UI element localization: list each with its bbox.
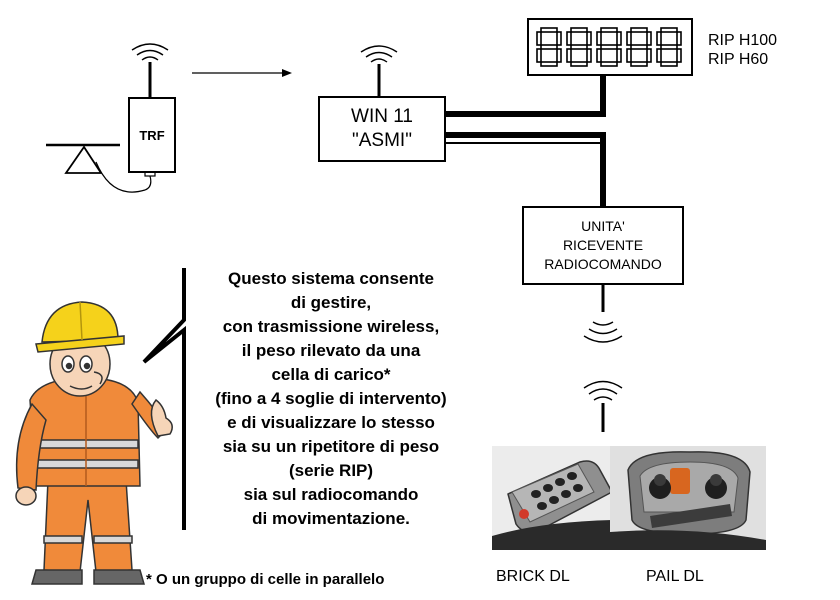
win-box-line2: "ASMI" bbox=[352, 130, 412, 151]
digit-segment bbox=[660, 27, 678, 33]
digit-segment bbox=[646, 31, 652, 46]
digit-segment bbox=[630, 44, 648, 50]
digit-segment bbox=[566, 48, 572, 63]
description-line: (serie RIP) bbox=[288, 461, 374, 480]
digit-segment bbox=[596, 48, 602, 63]
digit-segment bbox=[536, 48, 542, 63]
digit-segment bbox=[586, 48, 592, 63]
description-line: il peso rilevato da una bbox=[241, 341, 421, 360]
wireless-icon-remote bbox=[583, 380, 623, 401]
display-digit bbox=[536, 27, 562, 67]
digit-segment bbox=[540, 27, 558, 33]
rip-labels: RIP H100 RIP H60 bbox=[708, 31, 777, 69]
receiver-line3: RADIOCOMANDO bbox=[544, 256, 662, 272]
trf-transmitter: TRF bbox=[128, 97, 176, 173]
display-digit bbox=[566, 27, 592, 67]
digit-segment bbox=[676, 48, 682, 63]
pail-dl-caption: PAIL DL bbox=[646, 568, 704, 585]
pail-dl-device bbox=[610, 446, 766, 550]
digit-segment bbox=[600, 27, 618, 33]
digit-segment bbox=[600, 44, 618, 50]
connection-lines bbox=[442, 72, 606, 206]
receiver-unit-box: UNITA' RICEVENTE RADIOCOMANDO bbox=[522, 206, 684, 285]
digit-segment bbox=[570, 27, 588, 33]
description-line: sia su un ripetitore di peso bbox=[222, 437, 440, 456]
wireless-icon-win bbox=[360, 45, 398, 63]
digit-segment bbox=[540, 44, 558, 50]
digit-segment bbox=[566, 31, 572, 46]
description-line: (fino a 4 soglie di intervento) bbox=[215, 389, 447, 408]
digit-segment bbox=[600, 61, 618, 67]
digit-segment bbox=[630, 27, 648, 33]
win11-asmi-box: WIN 11 "ASMI" bbox=[318, 96, 446, 162]
rip-label-h60: RIP H60 bbox=[708, 51, 769, 68]
digit-segment bbox=[556, 48, 562, 63]
digit-segment bbox=[660, 44, 678, 50]
digit-segment bbox=[660, 61, 678, 67]
description-line: di movimentazione. bbox=[252, 509, 410, 528]
description-line: e di visualizzare lo stesso bbox=[227, 413, 435, 432]
digit-segment bbox=[616, 48, 622, 63]
display-digit bbox=[656, 27, 682, 67]
brick-dl-caption: BRICK DL bbox=[496, 568, 570, 585]
display-digit bbox=[596, 27, 622, 67]
digit-segment bbox=[556, 31, 562, 46]
digit-segment bbox=[570, 61, 588, 67]
description-line: con trasmissione wireless, bbox=[222, 317, 440, 336]
brick-dl-device bbox=[492, 446, 614, 550]
digit-segment bbox=[656, 48, 662, 63]
wireless-icon-trf bbox=[131, 43, 169, 61]
worker-illustration bbox=[15, 301, 173, 585]
footnote: * O un gruppo di celle in parallelo bbox=[146, 571, 385, 588]
system-description: Questo sistema consente di gestire, con … bbox=[186, 267, 476, 531]
digit-segment bbox=[646, 48, 652, 63]
digit-segment bbox=[586, 31, 592, 46]
digit-segment bbox=[626, 31, 632, 46]
digit-segment bbox=[570, 44, 588, 50]
speech-bracket bbox=[142, 268, 186, 530]
trf-label: TRF bbox=[139, 127, 165, 143]
receiver-line2: RICEVENTE bbox=[562, 237, 644, 253]
rip-label-h100: RIP H100 bbox=[708, 32, 778, 49]
description-line: cella di carico* bbox=[271, 365, 391, 384]
digit-segment bbox=[536, 31, 542, 46]
description-line: Questo sistema consente bbox=[228, 269, 434, 288]
load-cell-icon bbox=[46, 143, 152, 193]
seven-segment-digits bbox=[536, 27, 682, 67]
receiver-line1: UNITA' bbox=[581, 218, 625, 234]
weight-repeater-display bbox=[527, 18, 693, 76]
wireless-icon-receiver bbox=[583, 321, 623, 343]
description-line: sia sul radiocomando bbox=[243, 485, 419, 504]
digit-segment bbox=[616, 31, 622, 46]
description-line: di gestire, bbox=[290, 293, 372, 312]
digit-segment bbox=[626, 48, 632, 63]
digit-segment bbox=[656, 31, 662, 46]
digit-segment bbox=[540, 61, 558, 67]
win-box-line1: WIN 11 bbox=[351, 106, 413, 127]
digit-segment bbox=[630, 61, 648, 67]
display-digit bbox=[626, 27, 652, 67]
digit-segment bbox=[676, 31, 682, 46]
transmission-arrow bbox=[192, 69, 292, 77]
digit-segment bbox=[596, 31, 602, 46]
